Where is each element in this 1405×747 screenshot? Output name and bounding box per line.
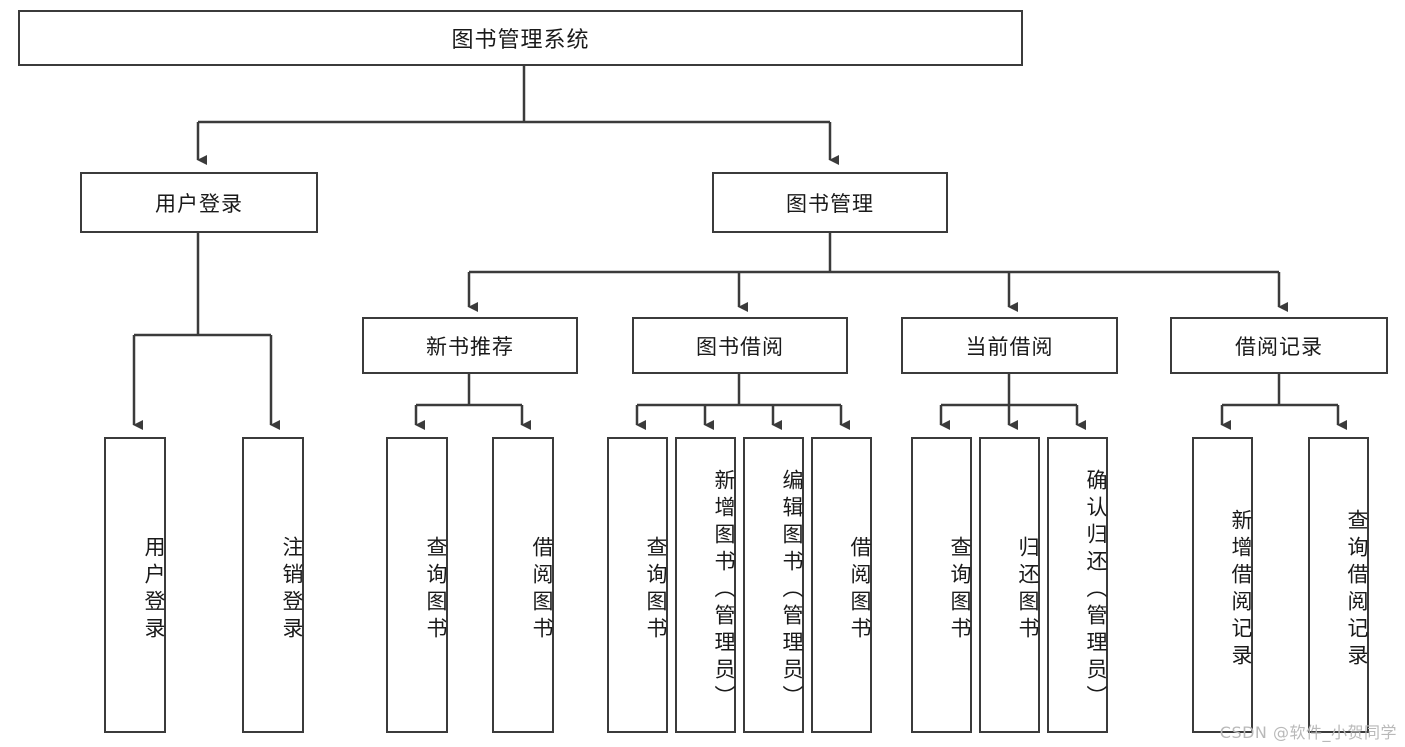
node-label: 借阅图书 xyxy=(530,536,554,644)
node-root-system[interactable]: 图书管理系统 xyxy=(18,10,1023,66)
node-label: 用户登录 xyxy=(155,191,243,216)
node-label: 查询图书 xyxy=(644,536,668,644)
node-label: 当前借阅 xyxy=(965,334,1054,359)
node-book-management[interactable]: 图书管理 xyxy=(712,172,948,233)
leaf-logout-login[interactable]: 注销登录 xyxy=(242,437,304,733)
node-label: 归还图书 xyxy=(1016,536,1040,644)
leaf-add-book[interactable]: 新增图书（管理员） xyxy=(675,437,736,733)
node-label: 新增借阅记录 xyxy=(1229,509,1253,671)
watermark-text: CSDN @软件_小贺同学 xyxy=(1219,723,1397,742)
node-borrow-record[interactable]: 借阅记录 xyxy=(1170,317,1388,374)
node-book-borrow[interactable]: 图书借阅 xyxy=(632,317,848,374)
leaf-borrow-book-1[interactable]: 借阅图书 xyxy=(492,437,554,733)
leaf-query-book-1[interactable]: 查询图书 xyxy=(386,437,448,733)
node-label: 编辑图书（管理员） xyxy=(780,468,804,712)
node-label: 查询图书 xyxy=(948,536,972,644)
node-label: 借阅记录 xyxy=(1235,334,1323,359)
leaf-edit-book[interactable]: 编辑图书（管理员） xyxy=(743,437,804,733)
leaf-add-record[interactable]: 新增借阅记录 xyxy=(1192,437,1253,733)
leaf-return-book[interactable]: 归还图书 xyxy=(979,437,1040,733)
leaf-borrow-book-2[interactable]: 借阅图书 xyxy=(811,437,872,733)
node-label: 注销登录 xyxy=(280,536,304,644)
node-current-borrow[interactable]: 当前借阅 xyxy=(901,317,1118,374)
node-label: 确认归还（管理员） xyxy=(1084,468,1108,712)
leaf-query-book-2[interactable]: 查询图书 xyxy=(607,437,668,733)
node-label: 查询图书 xyxy=(424,536,448,644)
node-user-login[interactable]: 用户登录 xyxy=(80,172,318,233)
leaf-confirm-return[interactable]: 确认归还（管理员） xyxy=(1047,437,1108,733)
leaf-user-login[interactable]: 用户登录 xyxy=(104,437,166,733)
node-label: 查询借阅记录 xyxy=(1345,509,1369,671)
node-label: 新书推荐 xyxy=(426,334,514,359)
leaf-query-record[interactable]: 查询借阅记录 xyxy=(1308,437,1369,733)
node-new-book-recommend[interactable]: 新书推荐 xyxy=(362,317,578,374)
node-label: 新增图书（管理员） xyxy=(712,468,736,712)
node-label: 图书管理 xyxy=(786,191,874,216)
leaf-query-book-3[interactable]: 查询图书 xyxy=(911,437,972,733)
node-label: 借阅图书 xyxy=(848,536,872,644)
node-label: 图书管理系统 xyxy=(451,28,590,53)
node-label: 图书借阅 xyxy=(696,334,784,359)
node-label: 用户登录 xyxy=(142,536,166,644)
